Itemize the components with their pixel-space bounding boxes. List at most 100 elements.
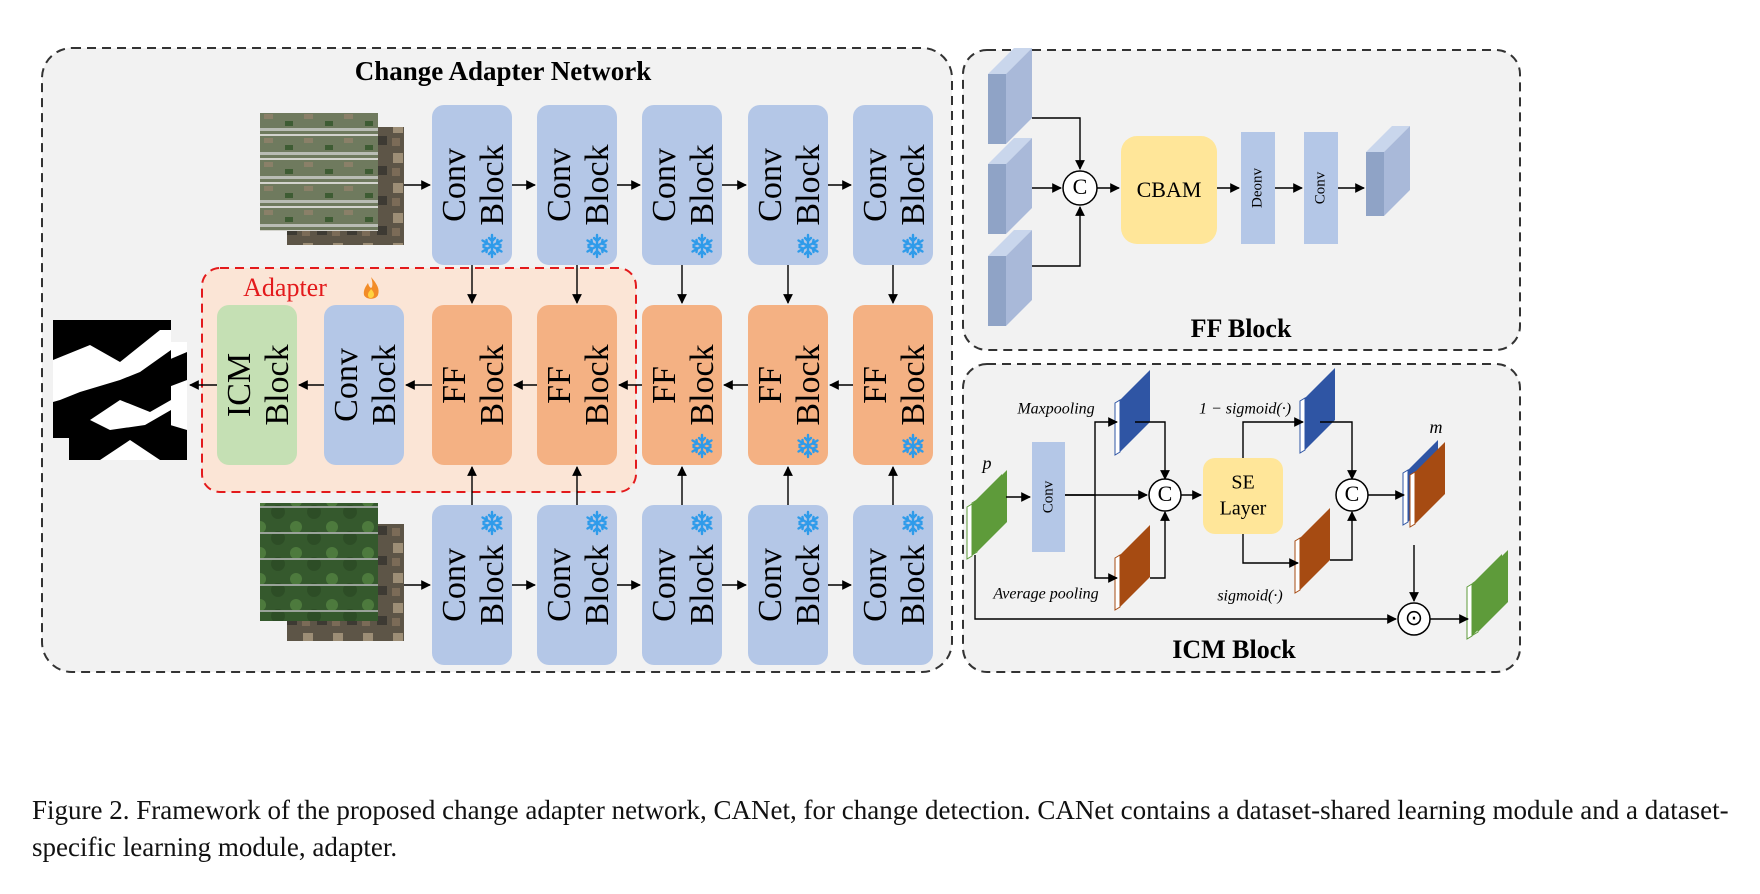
adapter-label: Adapter bbox=[243, 273, 327, 302]
icm-p-label: p bbox=[981, 453, 992, 473]
bottom-conv-block-1-label-1: Conv bbox=[436, 548, 473, 622]
top-conv-block-4-box bbox=[748, 105, 828, 265]
se-label-1: SE bbox=[1231, 472, 1254, 494]
ff-block-2-box bbox=[537, 305, 617, 465]
ff-block-5-label-1: FF bbox=[857, 366, 894, 404]
ff-block-1-label-2: Block bbox=[474, 344, 511, 425]
cbam-label: CBAM bbox=[1137, 177, 1202, 202]
ff-block-4-label-1: FF bbox=[752, 366, 789, 404]
icm-block-label-2: Block bbox=[259, 344, 296, 425]
ff-panel-title: FF Block bbox=[1191, 314, 1292, 343]
bottom-conv-block-4-label-2: Block bbox=[790, 544, 827, 625]
output-change-map bbox=[53, 320, 187, 460]
icm-arrow-sig-to-concat bbox=[1330, 511, 1357, 561]
bottom-conv-block-1-label-2: Block bbox=[474, 544, 511, 625]
ff-block-3-label-2: Block bbox=[684, 344, 721, 425]
avgpool-label: Average pooling bbox=[992, 586, 1098, 603]
input-image-t2 bbox=[260, 503, 404, 641]
ff-block-1-label-1: FF bbox=[436, 366, 473, 404]
deconv-layer: Deonv bbox=[1241, 132, 1275, 244]
ff-input-feature-1 bbox=[988, 48, 1032, 144]
ff-output-feature bbox=[1366, 126, 1410, 216]
top-conv-block-4-label-1: Conv bbox=[752, 148, 789, 222]
adapter-conv-block-label-2: Block bbox=[366, 344, 403, 425]
bottom-conv-block-4-box bbox=[748, 505, 828, 665]
icm-arrow-to-avgpool bbox=[1094, 495, 1118, 583]
ff-block-1-box bbox=[432, 305, 512, 465]
bottom-conv-block-3-box bbox=[642, 505, 722, 665]
bottom-conv-block-2-label-1: Conv bbox=[541, 548, 578, 622]
flame-icon bbox=[363, 277, 379, 299]
main-panel-title: Change Adapter Network bbox=[355, 56, 652, 86]
icm-arrow-skip bbox=[974, 555, 1397, 624]
adapter-conv-block-label-1: Conv bbox=[328, 348, 365, 422]
top-conv-block-3-label-2: Block bbox=[684, 144, 721, 225]
ff-input-feature-3 bbox=[988, 230, 1032, 326]
cbam-module: CBAM bbox=[1121, 136, 1217, 244]
top-conv-block-2-label-1: Conv bbox=[541, 148, 578, 222]
deconv-label: Deonv bbox=[1249, 168, 1265, 208]
top-conv-block-3-box bbox=[642, 105, 722, 265]
ff-block-5-box bbox=[853, 305, 933, 465]
icm-block-box bbox=[217, 305, 297, 465]
ff-concat-node: C bbox=[1062, 170, 1098, 206]
icm-conv-label: Conv bbox=[1040, 480, 1056, 513]
ff-input-feature-2 bbox=[988, 138, 1032, 234]
top-conv-block-2-label-2: Block bbox=[579, 144, 616, 225]
icm-arrow-avg-to-concat bbox=[1150, 511, 1170, 579]
top-conv-block-5-label-1: Conv bbox=[857, 148, 894, 222]
icm-concat-node-2-label: C bbox=[1345, 481, 1360, 506]
top-conv-block-1-box bbox=[432, 105, 512, 265]
icm-arrow-to-1msig bbox=[1242, 417, 1304, 458]
icm-arrow-max-to-concat bbox=[1135, 421, 1170, 480]
top-conv-block-3-label-1: Conv bbox=[646, 148, 683, 222]
maxpool-label: Maxpooling bbox=[1016, 401, 1094, 418]
ff-concat-label: C bbox=[1073, 174, 1088, 199]
ff-arrow-3 bbox=[1032, 206, 1085, 267]
icm-input-feature-p-b bbox=[966, 474, 1002, 560]
bottom-conv-block-3-label-2: Block bbox=[684, 544, 721, 625]
se-label-2: Layer bbox=[1220, 498, 1267, 520]
top-conv-block-1-label-2: Block bbox=[474, 144, 511, 225]
ff-block-4-box bbox=[748, 305, 828, 465]
ff-conv-label: Conv bbox=[1312, 171, 1328, 204]
bottom-conv-block-2-box bbox=[537, 505, 617, 665]
bottom-conv-block-1-box bbox=[432, 505, 512, 665]
ff-block-2-label-2: Block bbox=[579, 344, 616, 425]
icm-elementwise-node: ⊙ bbox=[1397, 602, 1431, 636]
ff-block-2-label-1: FF bbox=[541, 366, 578, 404]
ff-block-4-label-2: Block bbox=[790, 344, 827, 425]
icm-arrow-1msig-to-concat bbox=[1320, 421, 1357, 480]
adapter-conv-block-box bbox=[324, 305, 404, 465]
bottom-conv-block-4-label-1: Conv bbox=[752, 548, 789, 622]
bottom-conv-block-5-label-2: Block bbox=[895, 544, 932, 625]
adapter-region bbox=[201, 267, 637, 493]
ff-arrow-1 bbox=[1032, 117, 1085, 170]
se-layer: SE Layer bbox=[1203, 458, 1283, 534]
ff-conv-layer: Conv bbox=[1304, 132, 1338, 244]
icm-conv-layer: Conv bbox=[1032, 442, 1065, 552]
icm-arrow-to-sig bbox=[1242, 534, 1299, 568]
bottom-conv-block-2-label-2: Block bbox=[579, 544, 616, 625]
one-minus-sigmoid-label: 1 − sigmoid(·) bbox=[1199, 401, 1291, 418]
top-conv-block-4-label-2: Block bbox=[790, 144, 827, 225]
icm-block-label-1: ICM bbox=[221, 353, 258, 417]
m-label: m bbox=[1430, 417, 1443, 437]
